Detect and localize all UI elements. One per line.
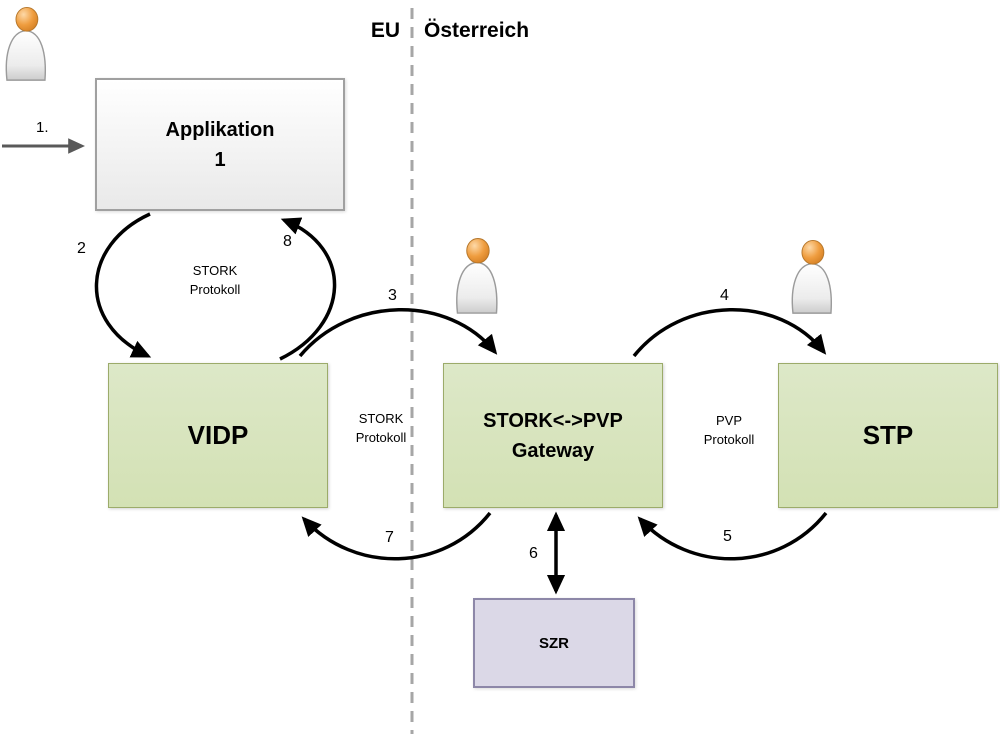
arrow-step7 bbox=[301, 511, 492, 561]
arrow-step5 bbox=[637, 511, 828, 561]
node-stp-label: STP bbox=[862, 420, 914, 450]
node-applikation: Applikation 1 bbox=[95, 78, 345, 211]
step-label-4: 4 bbox=[720, 287, 729, 304]
step-label-2: 2 bbox=[77, 240, 86, 257]
person-icon-user bbox=[5, 6, 47, 81]
node-vidp-label: VIDP bbox=[187, 420, 249, 450]
node-stp: STP bbox=[778, 363, 998, 508]
arrow-step2 bbox=[94, 212, 152, 358]
person-icon-gateway bbox=[456, 237, 498, 314]
region-label-eu: EU bbox=[370, 19, 400, 42]
step-label-3: 3 bbox=[388, 287, 397, 304]
arrow-step8 bbox=[279, 217, 337, 361]
node-gateway: STORK<->PVP Gateway bbox=[443, 363, 663, 508]
node-gateway-label-line2: Gateway bbox=[511, 439, 595, 462]
person-icon-stp bbox=[791, 239, 833, 314]
protocol-label-stork-left-line1: STORK bbox=[192, 263, 238, 278]
step-label-6: 6 bbox=[529, 545, 538, 562]
step-label-8: 8 bbox=[283, 233, 292, 250]
step-label-5: 5 bbox=[723, 528, 732, 545]
protocol-label-stork-middle-line2: Protokoll bbox=[355, 429, 407, 445]
protocol-label-pvp-line2: Protokoll bbox=[703, 431, 755, 447]
node-szr: SZR bbox=[473, 598, 635, 688]
node-gateway-label-line1: STORK<->PVP bbox=[483, 409, 623, 432]
node-szr-label: SZR bbox=[539, 634, 569, 652]
step-label-7: 7 bbox=[385, 529, 394, 546]
node-applikation-label-line2: 1 bbox=[214, 148, 226, 171]
protocol-label-pvp-line1: PVP bbox=[715, 413, 742, 428]
arrow-step3 bbox=[298, 308, 498, 358]
region-label-austria: Österreich bbox=[424, 19, 530, 42]
protocol-label-pvp: PVP Protokoll bbox=[679, 412, 779, 450]
protocol-label-stork-left-line2: Protokoll bbox=[189, 281, 241, 297]
protocol-label-stork-left: STORK Protokoll bbox=[165, 262, 265, 300]
arrow-step4 bbox=[632, 308, 827, 358]
step-label-1: 1. bbox=[36, 119, 49, 136]
protocol-label-stork-middle: STORK Protokoll bbox=[331, 410, 431, 448]
node-vidp: VIDP bbox=[108, 363, 328, 508]
protocol-label-stork-middle-line1: STORK bbox=[358, 411, 404, 426]
node-applikation-label-line1: Applikation bbox=[165, 118, 275, 141]
